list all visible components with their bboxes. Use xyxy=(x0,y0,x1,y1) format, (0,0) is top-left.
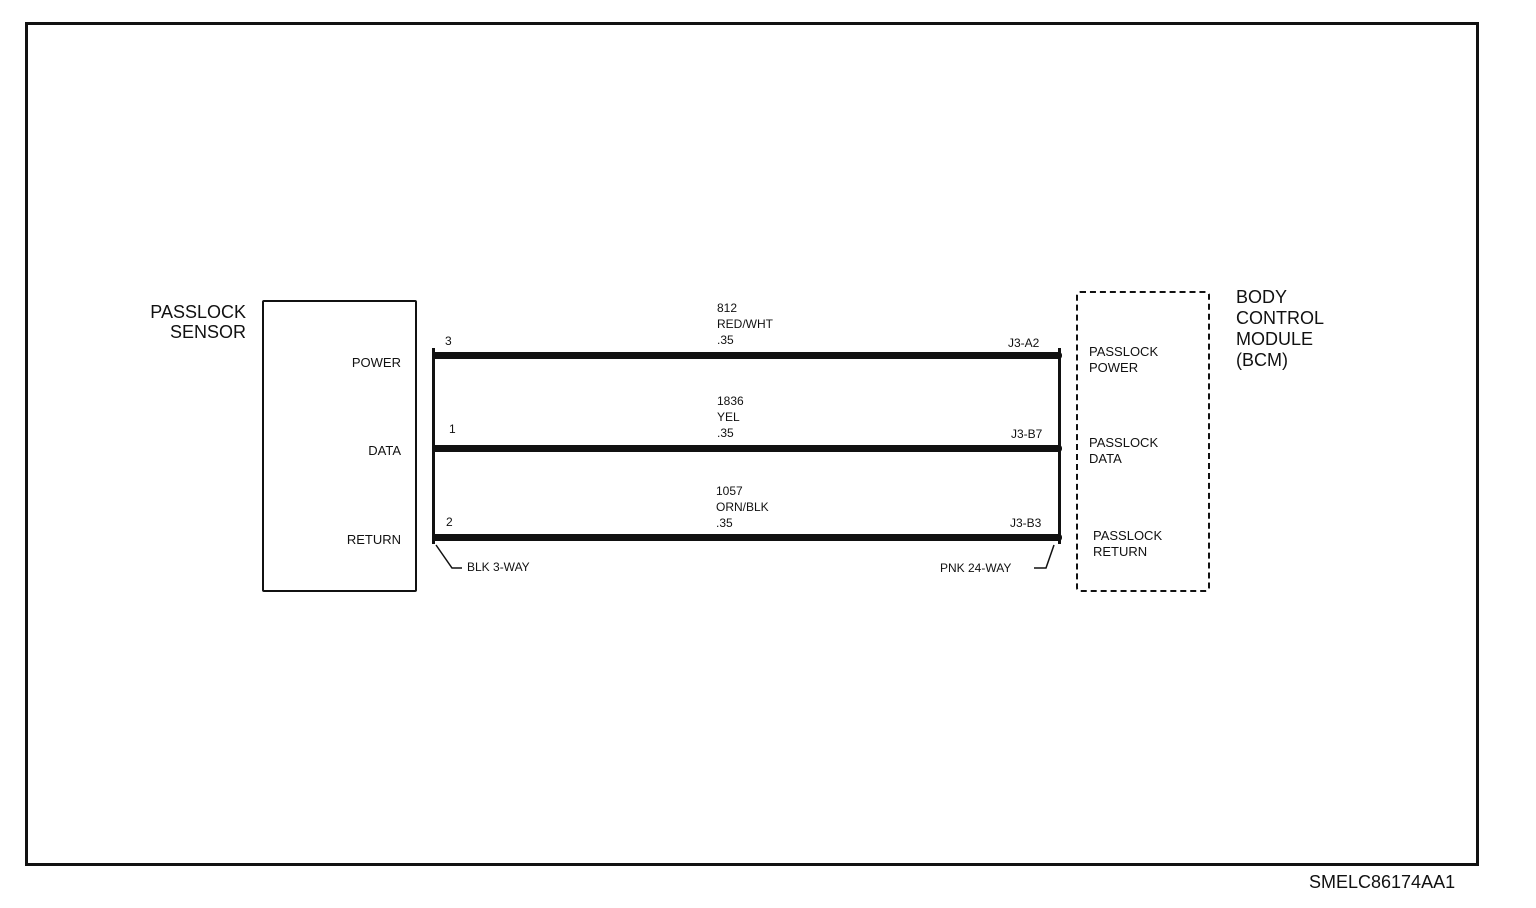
bcm-input-data-line-2: DATA xyxy=(1089,451,1122,466)
passlock-sensor-box xyxy=(262,300,417,592)
bcm-input-return: PASSLOCK RETURN xyxy=(1093,529,1162,558)
sensor-pin-power-label: POWER xyxy=(351,355,401,370)
wire-power-bcm-pin: J3-A2 xyxy=(1008,336,1040,350)
wire-return xyxy=(432,534,1062,541)
bcm-connector-leader xyxy=(1034,544,1055,569)
diagram-frame xyxy=(25,22,1479,866)
wire-data-spec: 1836 YEL .35 xyxy=(717,395,744,439)
wire-power xyxy=(432,352,1062,359)
bcm-title-line-1: BODY xyxy=(1236,287,1288,307)
wire-return-gauge: .35 xyxy=(716,516,733,530)
sensor-connector-leader xyxy=(435,544,462,569)
wire-power-sensor-pin: 3 xyxy=(445,334,452,348)
wire-power-circuit: 812 xyxy=(717,301,738,315)
bcm-connector-label: PNK 24-WAY xyxy=(940,561,1012,575)
bcm-input-power-line-2: POWER xyxy=(1089,360,1139,375)
wire-return-bcm-pin: J3-B3 xyxy=(1010,516,1042,530)
wire-return-color: ORN/BLK xyxy=(716,500,769,514)
bcm-connector-edge xyxy=(1058,348,1061,544)
wire-power-gauge: .35 xyxy=(717,333,734,347)
wire-data-bcm-pin: J3-B7 xyxy=(1011,427,1043,441)
wire-power-color: RED/WHT xyxy=(717,317,773,331)
wire-data xyxy=(432,445,1062,452)
wire-return-circuit: 1057 xyxy=(716,484,743,498)
figure-id: SMELC86174AA1 xyxy=(1309,872,1456,892)
sensor-pin-return-label: RETURN xyxy=(346,532,401,547)
bcm-input-power: PASSLOCK POWER xyxy=(1089,345,1158,374)
sensor-title-line-2: SENSOR xyxy=(169,322,246,342)
bcm-title-line-4: (BCM) xyxy=(1236,350,1288,370)
sensor-title: PASSLOCK SENSOR xyxy=(120,303,246,341)
bcm-title: BODY CONTROL MODULE (BCM) xyxy=(1236,288,1324,369)
wire-return-sensor-pin: 2 xyxy=(446,515,453,529)
sensor-title-line-1: PASSLOCK xyxy=(150,302,246,322)
bcm-title-line-3: MODULE xyxy=(1236,329,1314,349)
wire-power-spec: 812 RED/WHT .35 xyxy=(717,302,773,346)
bcm-title-line-2: CONTROL xyxy=(1236,308,1325,328)
bcm-input-data-line-1: PASSLOCK xyxy=(1089,435,1159,450)
bcm-box xyxy=(1076,291,1210,592)
wire-data-circuit: 1836 xyxy=(717,394,744,408)
wire-data-gauge: .35 xyxy=(717,426,734,440)
bcm-input-data: PASSLOCK DATA xyxy=(1089,436,1158,465)
wire-data-sensor-pin: 1 xyxy=(449,422,456,436)
wire-data-color: YEL xyxy=(717,410,740,424)
bcm-input-power-line-1: PASSLOCK xyxy=(1089,344,1159,359)
wire-return-spec: 1057 ORN/BLK .35 xyxy=(716,485,769,529)
bcm-input-return-line-1: PASSLOCK xyxy=(1093,528,1163,543)
bcm-input-return-line-2: RETURN xyxy=(1093,544,1148,559)
sensor-connector-edge xyxy=(432,348,435,544)
sensor-pin-data-label: DATA xyxy=(368,443,401,458)
sensor-connector-label: BLK 3-WAY xyxy=(467,560,530,574)
